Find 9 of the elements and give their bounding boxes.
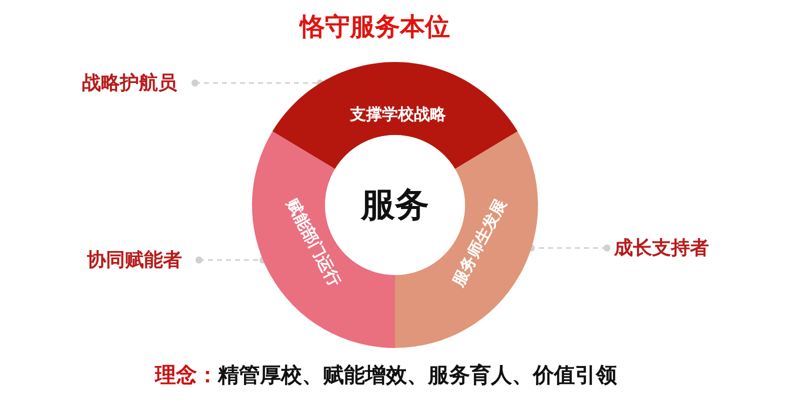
leader-line [196, 256, 266, 264]
segment-label: 支撑学校战略 [350, 104, 446, 126]
motto-heading: 理念： [155, 363, 218, 387]
motto-text: 精管厚校、赋能增效、服务育人、价值引领 [218, 363, 617, 387]
role-label: 协同赋能者 [87, 247, 182, 273]
title: 恪守服务本位 [300, 11, 450, 43]
role-label: 成长支持者 [614, 235, 709, 261]
leader-line [192, 80, 324, 86]
role-label: 战略护航员 [82, 70, 177, 96]
